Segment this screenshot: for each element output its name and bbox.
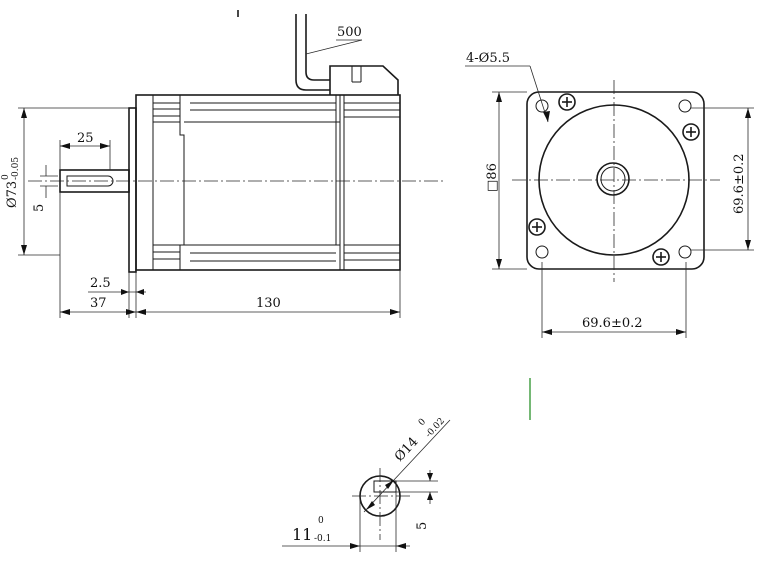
shaft-length: 25	[77, 131, 94, 146]
screw-icon	[558, 93, 576, 111]
pilot-depth: 2.5	[90, 276, 111, 291]
key-width-side: 5	[32, 204, 47, 212]
flange-diameter-tol-lower: -0.05	[11, 157, 21, 180]
front-view: 4-Ø5.5 □86 69.6±0.2 69.6±0.2	[465, 51, 754, 338]
shaft-diameter-tol-lower: -0.02	[424, 416, 447, 440]
side-view: 500 Ø73 0 -0.05 5 25 2.5	[1, 14, 444, 318]
front-length: 37	[90, 296, 107, 311]
cable	[295, 14, 330, 91]
mount-hole-tl	[535, 99, 549, 113]
pitch-horizontal: 69.6±0.2	[582, 316, 643, 331]
motor-body	[135, 94, 401, 271]
shaft-key-slot	[66, 175, 114, 187]
screw-icon	[682, 123, 700, 141]
shaft-diameter-leader	[363, 419, 451, 513]
body-length: 130	[256, 296, 281, 311]
cable-leader	[305, 39, 363, 55]
screw-icon	[652, 248, 670, 266]
mount-hole-bl	[535, 245, 549, 259]
shaft-diameter: Ø14	[392, 435, 422, 465]
flange-diameter: Ø73	[5, 181, 20, 208]
front-body-circle	[538, 104, 690, 256]
key-height-tol-lower: -0.1	[314, 534, 331, 544]
shaft	[59, 169, 130, 193]
shaft-diameter-tol-upper: 0	[417, 417, 428, 428]
front-flange	[526, 91, 705, 270]
body-recess-right	[335, 95, 340, 246]
front-shaft-inner	[600, 166, 626, 192]
mount-hole-tr	[678, 99, 692, 113]
key-height-tol-upper: 0	[318, 516, 324, 526]
shaft-section: Ø14 0 -0.02 5 11 0 -0.1	[282, 416, 451, 552]
pitch-vertical: 69.6±0.2	[732, 153, 747, 214]
flange-plate	[128, 107, 137, 273]
connector-box	[329, 65, 399, 95]
body-recess-left	[153, 95, 185, 270]
flange-diameter-tol-upper: 0	[1, 174, 11, 180]
frame-size: □86	[485, 163, 500, 192]
screw-icon	[528, 218, 546, 236]
cable-length-label: 500	[337, 25, 362, 40]
mount-hole-br	[678, 245, 692, 259]
shaft-key-width: 5	[415, 522, 430, 530]
key-height: 11	[292, 525, 312, 544]
front-shaft-outer	[596, 162, 630, 196]
shaft-section-key	[373, 480, 397, 493]
mount-holes-label: 4-Ø5.5	[466, 51, 510, 66]
